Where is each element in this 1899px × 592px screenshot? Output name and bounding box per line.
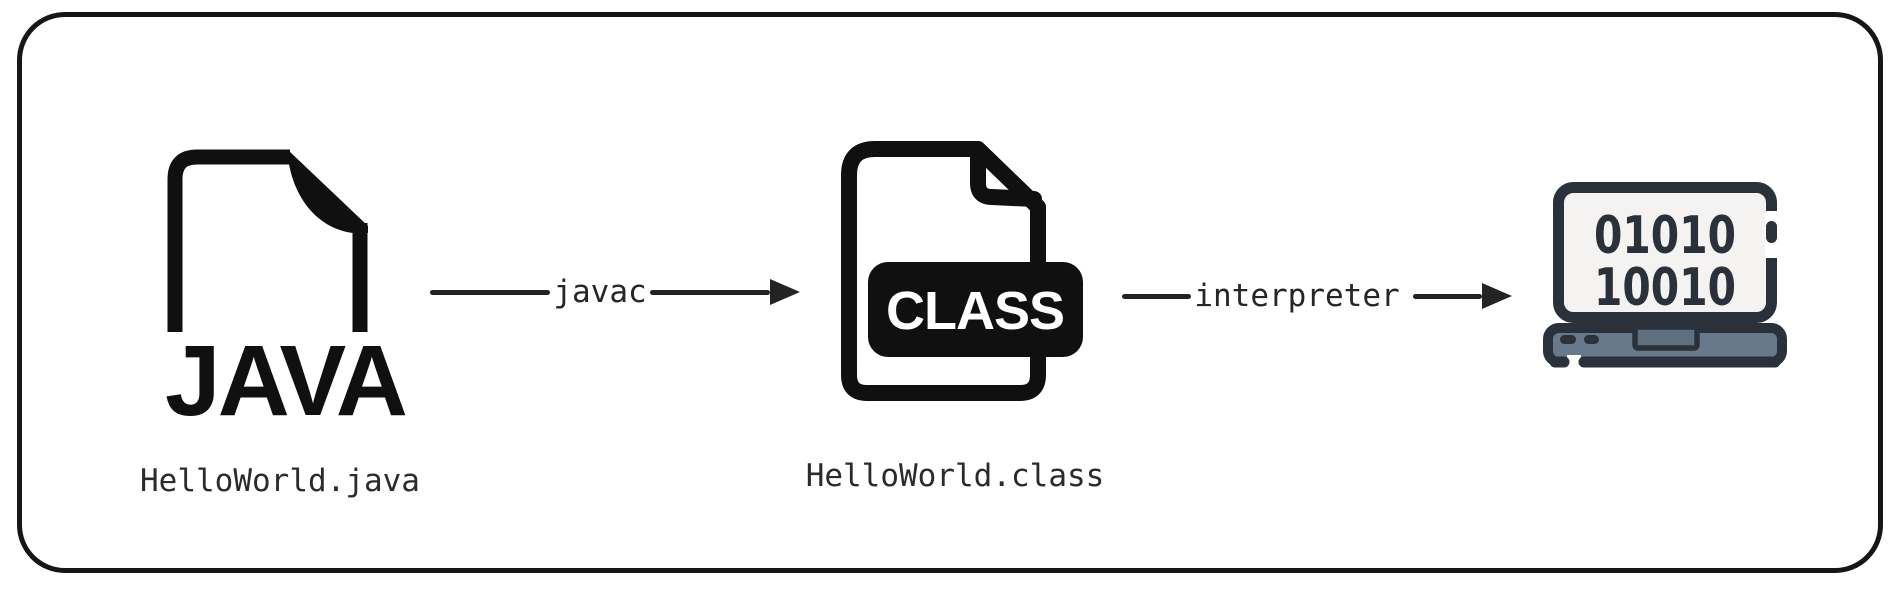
interpreter-arrow-label: interpreter bbox=[1194, 278, 1400, 314]
class-filename-label: HelloWorld.class bbox=[805, 458, 1105, 494]
java-filename-label: HelloWorld.java bbox=[140, 463, 420, 499]
arrow-line bbox=[649, 289, 771, 295]
arrowhead-icon bbox=[1482, 283, 1512, 309]
javac-arrow-label: javac bbox=[553, 274, 647, 310]
class-icon-label: CLASS bbox=[886, 281, 1064, 341]
class-file-icon: CLASS bbox=[841, 141, 1083, 401]
java-file-icon bbox=[167, 149, 368, 332]
arrowhead-icon bbox=[770, 279, 801, 305]
javac-arrow: javac bbox=[430, 274, 801, 310]
arrow-line bbox=[430, 289, 551, 295]
java-icon-label: JAVA bbox=[165, 325, 408, 437]
binary-line-1: 01010 bbox=[1594, 206, 1736, 266]
laptop-binary-icon: 01010 10010 bbox=[1543, 182, 1787, 370]
arrow-line bbox=[1412, 293, 1482, 299]
arrow-line bbox=[1122, 293, 1192, 299]
binary-line-2: 10010 bbox=[1594, 258, 1736, 318]
interpreter-arrow: interpreter bbox=[1122, 278, 1512, 314]
